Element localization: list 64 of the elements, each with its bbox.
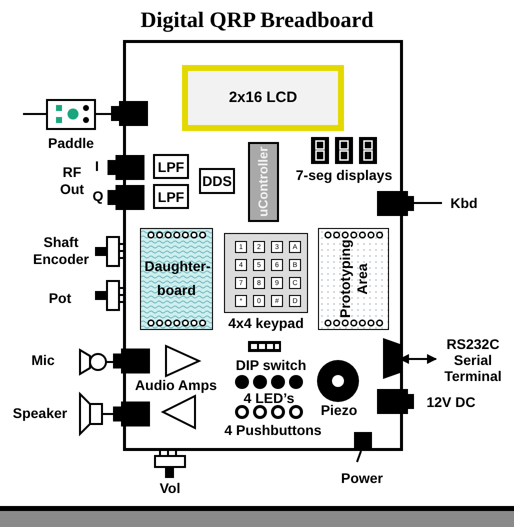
jack-socket [377, 388, 414, 415]
keypad-key [271, 259, 283, 271]
part-label: Shaft Encoder [32, 234, 89, 267]
jack-socket [113, 348, 150, 374]
jack-socket [107, 155, 145, 180]
part-label: RF Out [60, 164, 84, 197]
module-box [199, 168, 235, 194]
part-label: 12V DC [426, 394, 476, 410]
module-label: LPF [158, 160, 184, 174]
part-label: Piezo [320, 402, 358, 418]
part-label: Pot [48, 290, 72, 306]
breadboard-panel [123, 40, 403, 451]
keypad-key [253, 277, 265, 289]
part-label: 4 LED’s [244, 390, 294, 406]
serial-connector [383, 338, 400, 379]
keypad-key [235, 259, 247, 271]
keypad-key [253, 295, 265, 307]
module-label: DDS [202, 174, 232, 188]
part-label: DIP switch [236, 357, 306, 373]
jack-socket [377, 191, 414, 216]
keypad-key [253, 259, 265, 271]
connection-text: RS232C Serial Terminal [443, 336, 503, 384]
cable-line [23, 113, 46, 115]
keypad-key [271, 277, 283, 289]
keypad-key [289, 241, 301, 253]
keypad-caption: 4x4 keypad [228, 314, 304, 333]
daughterboard-panel [140, 228, 213, 330]
part-label: Mic [31, 352, 55, 368]
cable-line [414, 202, 442, 204]
keypad-key [271, 295, 283, 307]
module-box [153, 154, 189, 179]
jack-socket [113, 400, 150, 428]
part-label: Vol [160, 480, 180, 496]
daughterboard-label: Daughter-board [144, 258, 211, 298]
cable-line [96, 113, 111, 115]
keypad-key [289, 259, 301, 271]
part-label: Q [92, 188, 104, 204]
module-label: LPF [158, 190, 184, 204]
part-label: I [95, 158, 99, 174]
chip-label: uController [254, 146, 272, 218]
microcontroller-chip [248, 142, 279, 222]
diagram-title: Digital QRP Breadboard [140, 7, 374, 32]
jack-socket [107, 185, 145, 210]
part-label: Speaker [12, 405, 68, 421]
lcd-label: 2x16 LCD [228, 88, 298, 108]
paddle-drawing [46, 99, 96, 130]
prototyping-label: Prototyping Area [336, 240, 370, 318]
connection-text: Kbd [450, 195, 478, 211]
jack-socket [111, 101, 148, 126]
part-label: Power [340, 470, 383, 486]
keypad-key [235, 241, 247, 253]
part-label: 4 Pushbuttons [224, 422, 322, 438]
part-label: Paddle [48, 135, 94, 151]
keypad-key [271, 241, 283, 253]
part-label: 7-seg displays [296, 167, 392, 183]
keypad-key [253, 241, 265, 253]
lcd-display [182, 65, 344, 131]
keypad-key [235, 295, 247, 307]
keypad-key [289, 277, 301, 289]
keypad-key [235, 277, 247, 289]
part-label: Audio Amps [135, 377, 217, 393]
module-box [153, 184, 189, 209]
prototyping-board [318, 228, 389, 330]
keypad-key [289, 295, 301, 307]
